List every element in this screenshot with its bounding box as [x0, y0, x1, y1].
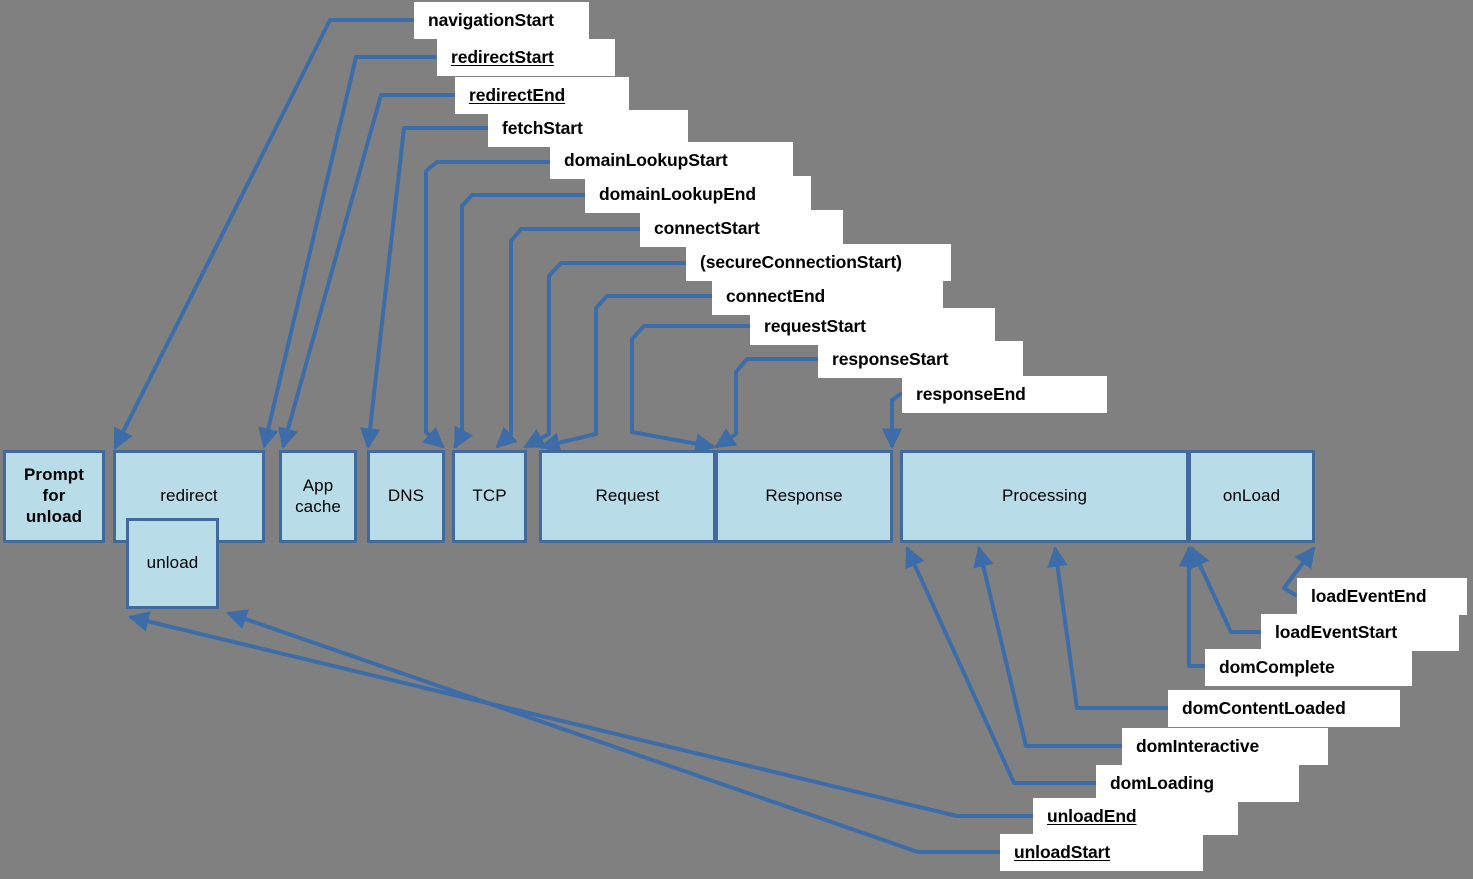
event-label-redirectStart[interactable]: redirectStart	[437, 39, 615, 76]
connector-secureConnectionStart-to-tcp	[523, 261, 686, 449]
connector-fetchStart-to-appcache	[359, 126, 488, 450]
event-label-text: domComplete	[1219, 657, 1335, 677]
connector-requestStart-to-request	[630, 324, 750, 454]
connector-domainLookupEnd-to-dns-end	[453, 193, 585, 449]
event-label-text: unloadStart	[1014, 842, 1111, 862]
event-label-text: redirectEnd	[469, 85, 566, 105]
event-label-domLoading[interactable]: domLoading	[1096, 765, 1299, 802]
event-label-text: responseStart	[832, 349, 949, 369]
event-label-text: domainLookupEnd	[599, 184, 756, 204]
connector-unloadStart-to-unload	[226, 609, 1000, 854]
event-label-loadEventStart[interactable]: loadEventStart	[1261, 614, 1459, 651]
event-label-text: fetchStart	[502, 118, 583, 138]
phase-request[interactable]: Request	[539, 450, 716, 543]
connector-redirectEnd-to-redirect-end	[278, 93, 455, 450]
event-label-domInteractive[interactable]: domInteractive	[1122, 728, 1328, 765]
event-label-domainLookupStart[interactable]: domainLookupStart	[550, 142, 793, 179]
phase-label: Response	[765, 486, 843, 506]
event-label-domainLookupEnd[interactable]: domainLookupEnd	[585, 176, 811, 213]
connector-loadEventStart-to-onload-start	[1190, 546, 1261, 634]
event-label-unloadEnd[interactable]: unloadEnd	[1033, 798, 1238, 835]
event-label-loadEventEnd[interactable]: loadEventEnd	[1297, 578, 1467, 615]
event-label-text: domainLookupStart	[564, 150, 728, 170]
connector-connectEnd-to-tcp-end	[538, 294, 712, 453]
event-label-text: unloadEnd	[1047, 806, 1137, 826]
phase-label: onLoad	[1222, 486, 1281, 506]
phase-response[interactable]: Response	[715, 450, 893, 543]
event-label-text: responseEnd	[916, 384, 1026, 404]
event-label-secureConnectionStart[interactable]: (secureConnectionStart)	[686, 244, 951, 281]
event-label-text: connectEnd	[726, 286, 826, 306]
event-label-fetchStart[interactable]: fetchStart	[488, 110, 688, 147]
phase-unload[interactable]: unload	[126, 518, 219, 609]
connector-domComplete-to-processing-end	[1178, 545, 1205, 668]
event-label-navigationStart[interactable]: navigationStart	[414, 2, 589, 39]
connector-navigationStart-to-prompt	[113, 18, 414, 450]
event-label-requestStart[interactable]: requestStart	[750, 308, 995, 345]
event-label-text: redirectStart	[451, 47, 554, 67]
event-label-domComplete[interactable]: domComplete	[1205, 649, 1412, 686]
phase-label: Processing	[1001, 486, 1088, 506]
event-label-text: domInteractive	[1136, 736, 1260, 756]
phase-label: redirect	[160, 486, 218, 506]
event-label-text: domContentLoaded	[1182, 698, 1346, 718]
phase-label: DNS	[387, 486, 425, 506]
phase-label: unload	[146, 553, 199, 573]
phase-tcp[interactable]: TCP	[452, 450, 527, 543]
phase-processing[interactable]: Processing	[900, 450, 1189, 543]
connector-responseEnd-to-response-end	[881, 391, 904, 450]
event-label-unloadStart[interactable]: unloadStart	[1000, 834, 1203, 871]
phase-dns[interactable]: DNS	[367, 450, 445, 543]
event-label-text: requestStart	[764, 316, 866, 336]
phase-label: Request	[595, 486, 660, 506]
event-label-text: connectStart	[654, 218, 760, 238]
phase-label: TCP	[472, 486, 507, 506]
connector-redirectStart-to-redirect	[258, 55, 437, 450]
connector-connectStart-to-tcp	[495, 227, 640, 449]
event-label-responseEnd[interactable]: responseEnd	[902, 376, 1107, 413]
connector-domainLookupStart-to-dns	[422, 160, 550, 449]
event-label-domContentLoaded[interactable]: domContentLoaded	[1168, 690, 1400, 727]
event-label-text: (secureConnectionStart)	[700, 252, 902, 272]
event-label-text: loadEventEnd	[1311, 586, 1427, 606]
event-label-text: navigationStart	[428, 10, 554, 30]
phase-onload[interactable]: onLoad	[1188, 450, 1315, 543]
connector-domContentLoaded-to-processing	[1047, 545, 1168, 710]
connector-responseStart-to-response	[714, 357, 818, 449]
event-label-text: loadEventStart	[1275, 622, 1398, 642]
event-label-redirectEnd[interactable]: redirectEnd	[455, 77, 629, 114]
connector-unloadEnd-to-unload	[127, 611, 1033, 818]
event-label-connectStart[interactable]: connectStart	[640, 210, 843, 247]
connector-domLoading-to-processing-start	[905, 546, 1096, 785]
connector-domInteractive-to-processing	[973, 545, 1122, 748]
event-label-text: domLoading	[1110, 773, 1214, 793]
event-label-responseStart[interactable]: responseStart	[818, 341, 1023, 378]
